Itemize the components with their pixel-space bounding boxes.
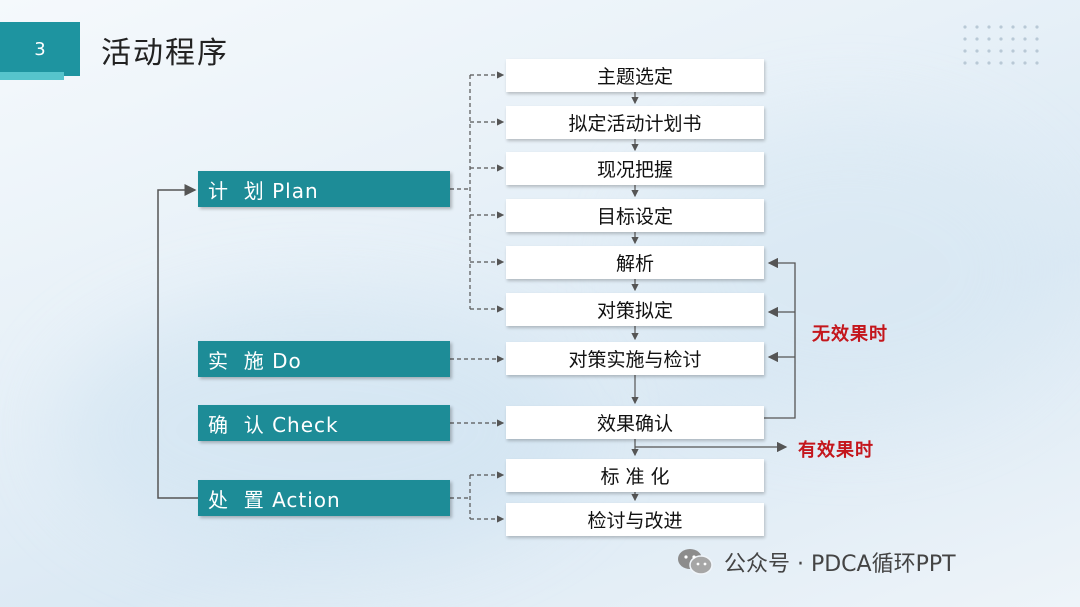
step-box: 对策实施与检讨 xyxy=(506,342,764,375)
page-title: 活动程序 xyxy=(101,36,229,71)
phase-do: 实 施 Do xyxy=(198,341,450,377)
page-number: 3 xyxy=(34,38,46,60)
step-box: 解析 xyxy=(506,246,764,279)
no-effect-feedback-loop xyxy=(764,257,796,419)
footer-watermark: 公众号 · PDCA循环PPT xyxy=(676,546,956,578)
footer-text: 公众号 · PDCA循环PPT xyxy=(724,552,956,577)
step-box: 检讨与改进 xyxy=(506,503,764,536)
phase-action: 处 置 Action xyxy=(198,480,450,516)
step-box: 主题选定 xyxy=(506,59,764,92)
step-box: 标 准 化 xyxy=(506,459,764,492)
phase-plan-label: 计 划 Plan xyxy=(208,178,319,203)
phase-do-label: 实 施 Do xyxy=(208,348,302,373)
plan-bracket xyxy=(450,71,505,313)
wechat-icon xyxy=(678,549,713,575)
page-number-accent-bar xyxy=(0,72,64,80)
no-effect-label: 无效果时 xyxy=(812,324,888,345)
step-box: 现况把握 xyxy=(506,152,764,185)
phase-check: 确 认 Check xyxy=(198,405,450,441)
effective-label: 有效果时 xyxy=(798,440,874,461)
action-bracket xyxy=(450,471,505,523)
page-number-badge: 3 xyxy=(0,22,80,76)
dot-grid-decoration xyxy=(963,25,1039,65)
step-box: 目标设定 xyxy=(506,199,764,232)
phase-action-label: 处 置 Action xyxy=(208,487,341,512)
phase-plan: 计 划 Plan xyxy=(198,171,450,207)
phase-check-label: 确 认 Check xyxy=(208,412,339,437)
step-box: 效果确认 xyxy=(506,406,764,439)
do-check-connectors xyxy=(450,355,505,427)
pdca-cycle-loop xyxy=(157,184,198,499)
step-box: 对策拟定 xyxy=(506,293,764,326)
step-box: 拟定活动计划书 xyxy=(506,106,764,139)
